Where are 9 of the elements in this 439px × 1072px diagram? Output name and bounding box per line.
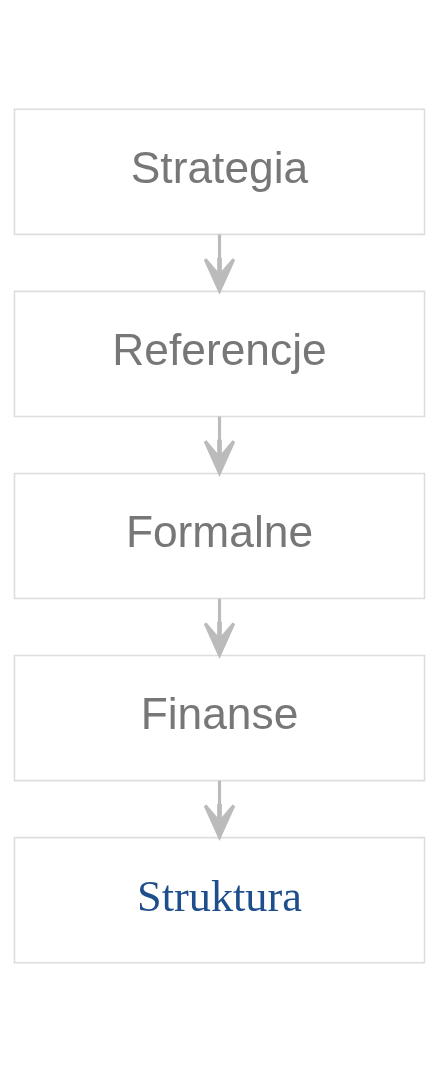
node-box: Formalne <box>13 472 426 600</box>
node-box: Strategia <box>13 108 426 236</box>
node-box: Referencje <box>13 290 426 418</box>
arrow <box>203 598 236 657</box>
arrow <box>203 416 236 475</box>
arrow <box>203 780 236 839</box>
node-box: Struktura <box>13 836 426 964</box>
arrow <box>203 234 236 293</box>
node-box: Finanse <box>13 654 426 782</box>
